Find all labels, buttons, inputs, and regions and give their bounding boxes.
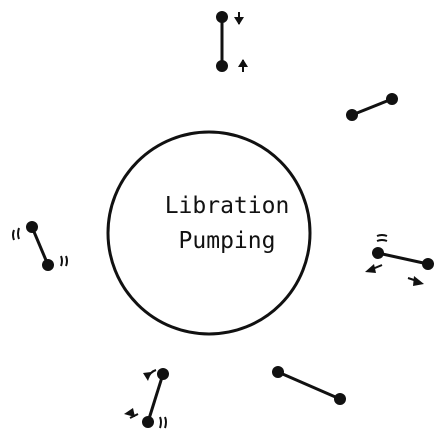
molecule-top-vertical	[216, 11, 248, 72]
vibration-marks-icon	[61, 256, 67, 266]
arrow-left-icon	[365, 264, 382, 273]
arrow-down-icon	[234, 12, 244, 25]
molecule-left-vibrating	[13, 221, 67, 271]
vibration-marks-icon	[160, 417, 166, 428]
arrow-up-icon	[238, 59, 248, 72]
vibration-marks-icon	[377, 235, 387, 241]
molecule-lower-left-vibrating	[124, 368, 169, 428]
arrow-right-icon	[408, 276, 424, 286]
rotation-arrow-icon	[143, 370, 156, 381]
molecule-right-vibrating	[365, 235, 434, 286]
center-label-line2: Pumping	[179, 228, 276, 254]
center-label-line1: Libration	[165, 193, 290, 219]
vibration-marks-icon	[13, 228, 19, 240]
molecule-lower-right	[272, 366, 346, 405]
arrow-up-left-icon	[124, 408, 138, 418]
molecule-upper-right	[346, 93, 398, 121]
